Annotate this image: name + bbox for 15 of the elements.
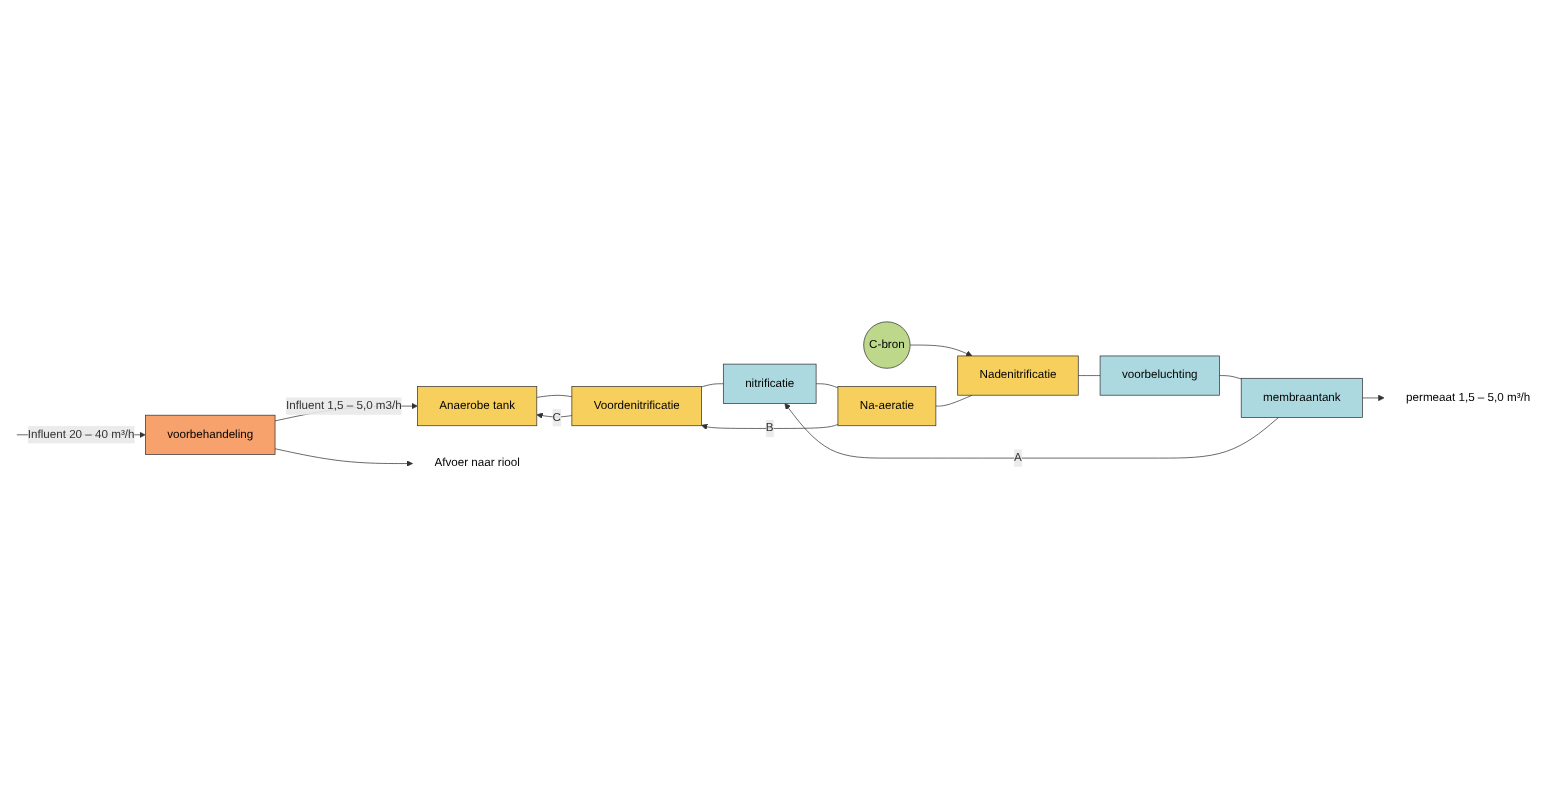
node-box [145,414,276,455]
connector [536,394,573,398]
node-box [1240,377,1363,418]
connector [701,382,724,387]
node-box [417,385,538,426]
connector [815,382,839,388]
node-box [837,385,937,426]
node-box [957,355,1079,396]
connector [935,394,973,406]
connector [1077,374,1101,376]
node-box [1099,355,1220,396]
connector [1219,374,1242,379]
node-box [571,385,702,426]
node-circle [863,320,911,369]
node-box [722,363,817,404]
